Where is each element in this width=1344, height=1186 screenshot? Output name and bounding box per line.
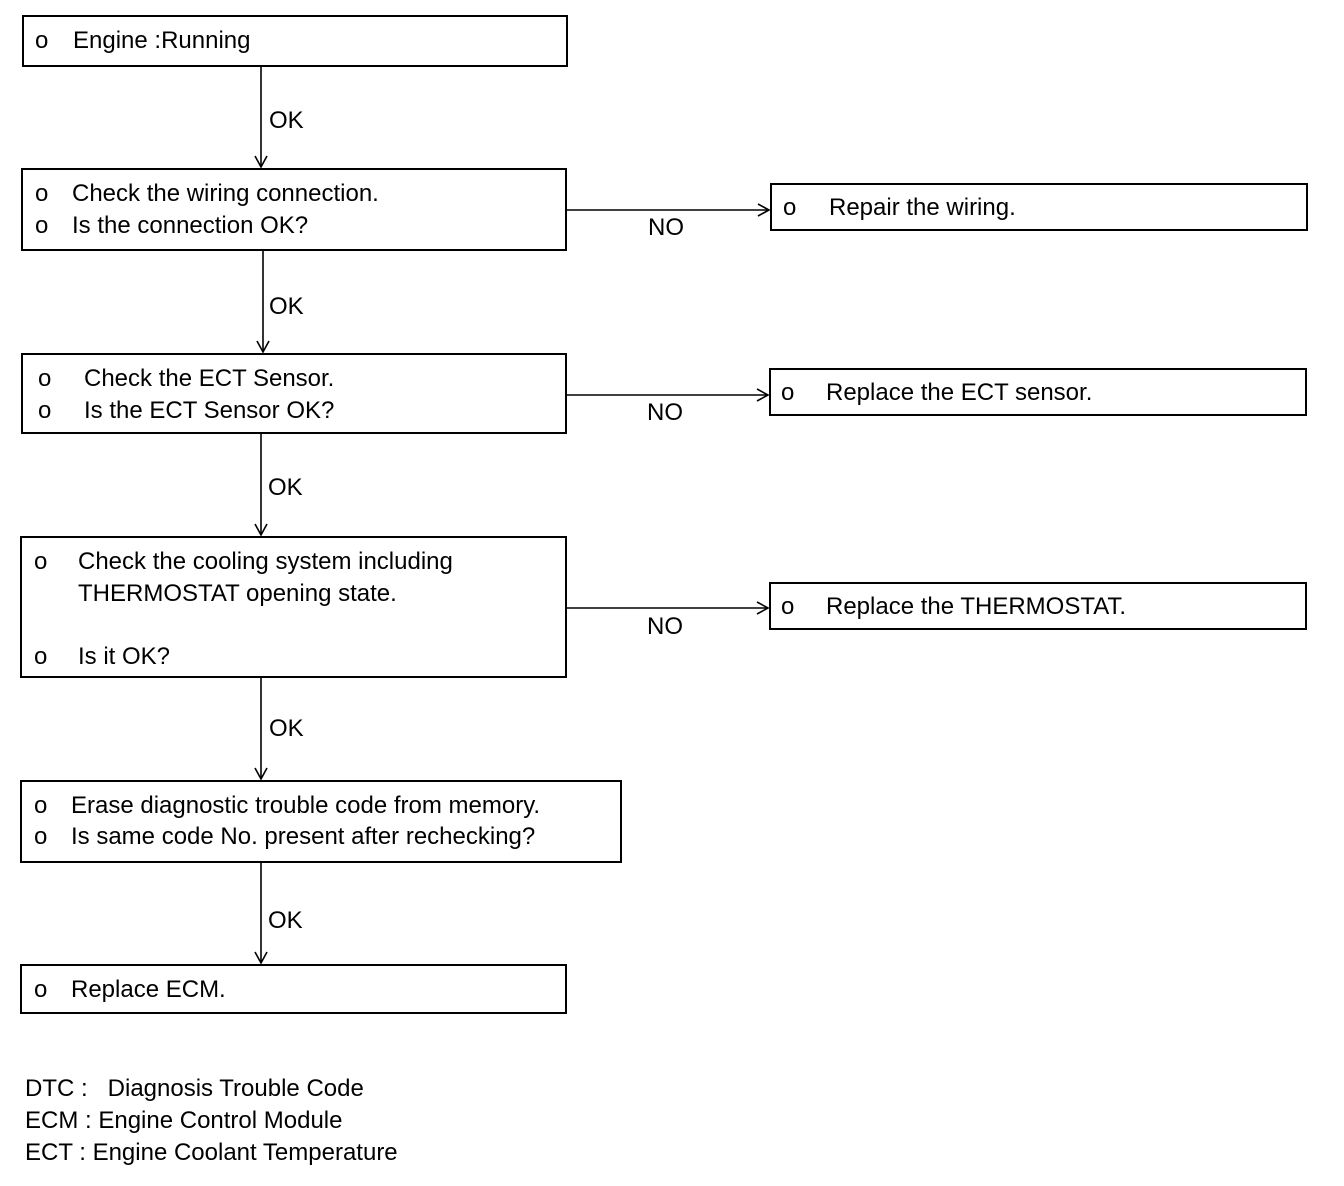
bullet: o: [781, 379, 795, 406]
bullet: o: [35, 212, 49, 239]
bullet: o: [38, 397, 52, 424]
step-question: Is it OK?: [78, 643, 171, 670]
ok-label: OK: [268, 907, 303, 934]
no-label: NO: [647, 613, 683, 640]
action-repair-wiring-box: o Repair the wiring.: [770, 183, 1308, 231]
bullet: o: [781, 593, 795, 620]
bullet: o: [34, 548, 48, 575]
step-text: Check the wiring connection.: [72, 180, 379, 207]
step-check-wiring-box: o Check the wiring connection. o Is the …: [21, 168, 567, 251]
step-check-ect-box: o Check the ECT Sensor. o Is the ECT Sen…: [21, 353, 567, 434]
ok-label: OK: [269, 107, 304, 134]
ok-label: OK: [269, 715, 304, 742]
action-text: Replace the THERMOSTAT.: [826, 593, 1127, 620]
bullet: o: [34, 792, 48, 819]
action-text: Repair the wiring.: [829, 194, 1016, 221]
step-text: Check the cooling system including: [78, 548, 453, 575]
step-check-cooling-box: o Check the cooling system including THE…: [20, 536, 567, 678]
step-text: Check the ECT Sensor.: [84, 365, 335, 392]
no-label: NO: [647, 399, 683, 426]
bullet: o: [38, 365, 52, 392]
bullet: o: [34, 643, 48, 670]
action-replace-thermostat-box: o Replace the THERMOSTAT.: [769, 582, 1307, 630]
step-erase-dtc-box: o Erase diagnostic trouble code from mem…: [20, 780, 622, 863]
bullet: o: [34, 976, 48, 1003]
bullet: o: [35, 27, 49, 54]
step-replace-ecm-box: o Replace ECM.: [20, 964, 567, 1014]
legend-ect: ECT : Engine Coolant Temperature: [25, 1139, 398, 1166]
action-text: Replace the ECT sensor.: [826, 379, 1093, 406]
action-replace-ect-box: o Replace the ECT sensor.: [769, 368, 1307, 416]
bullet: o: [34, 823, 48, 850]
no-label: NO: [648, 214, 684, 241]
ok-label: OK: [269, 293, 304, 320]
legend-ecm: ECM : Engine Control Module: [25, 1107, 343, 1134]
step-engine-running-box: o Engine :Running: [22, 15, 568, 67]
step-question: Is same code No. present after recheckin…: [71, 823, 536, 850]
legend-dtc: DTC : Diagnosis Trouble Code: [25, 1075, 364, 1102]
step-text-continued: THERMOSTAT opening state.: [78, 580, 397, 607]
step-question: Is the connection OK?: [72, 212, 309, 239]
step-question: Is the ECT Sensor OK?: [84, 397, 335, 424]
bullet: o: [35, 180, 49, 207]
step-text: Replace ECM.: [71, 976, 226, 1003]
ok-label: OK: [268, 474, 303, 501]
step-text: Erase diagnostic trouble code from memor…: [71, 792, 541, 819]
bullet: o: [783, 194, 797, 221]
step-text: Engine :Running: [73, 27, 251, 54]
